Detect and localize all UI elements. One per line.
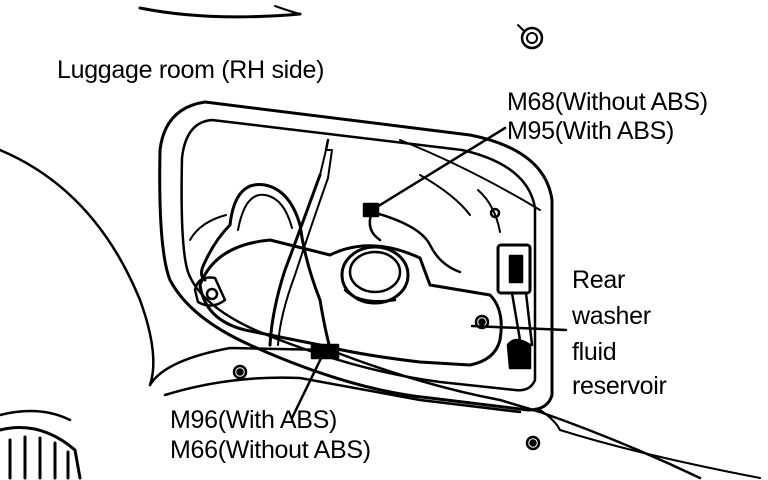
component-label-line2: washer xyxy=(572,302,651,330)
upper-connector-label-line1: M68(Without ABS) xyxy=(507,88,708,116)
upper-connector-label-line2: M95(With ABS) xyxy=(507,117,674,145)
leader-line-upper xyxy=(370,126,507,212)
component-label-line1: Rear xyxy=(572,266,625,294)
reservoir-tank xyxy=(198,238,503,367)
lower-connector-label-line1: M96(With ABS) xyxy=(170,406,337,434)
vent-grill-icon xyxy=(0,426,82,480)
wheel-arch-trim xyxy=(0,148,155,387)
washer-pump xyxy=(496,243,534,370)
opening-inner-edge xyxy=(180,118,537,392)
leader-line-lower xyxy=(290,348,327,420)
leader-line-reservoir xyxy=(470,324,568,332)
filler-cap xyxy=(340,245,410,305)
wiring-harness xyxy=(268,173,322,347)
component-label-line4: reservoir xyxy=(572,372,667,400)
location-label: Luggage room (RH side) xyxy=(57,56,325,84)
component-label-line3: fluid xyxy=(572,338,617,366)
body-top-curve xyxy=(138,6,302,19)
lower-connector-label-line2: M66(Without ABS) xyxy=(170,436,371,464)
bolt-icon xyxy=(525,435,541,451)
bolt-icon xyxy=(474,314,490,330)
grommet-icon xyxy=(517,24,544,50)
bolt-icon xyxy=(232,364,248,380)
floor-trim xyxy=(148,346,702,480)
service-opening-frame xyxy=(158,100,554,412)
